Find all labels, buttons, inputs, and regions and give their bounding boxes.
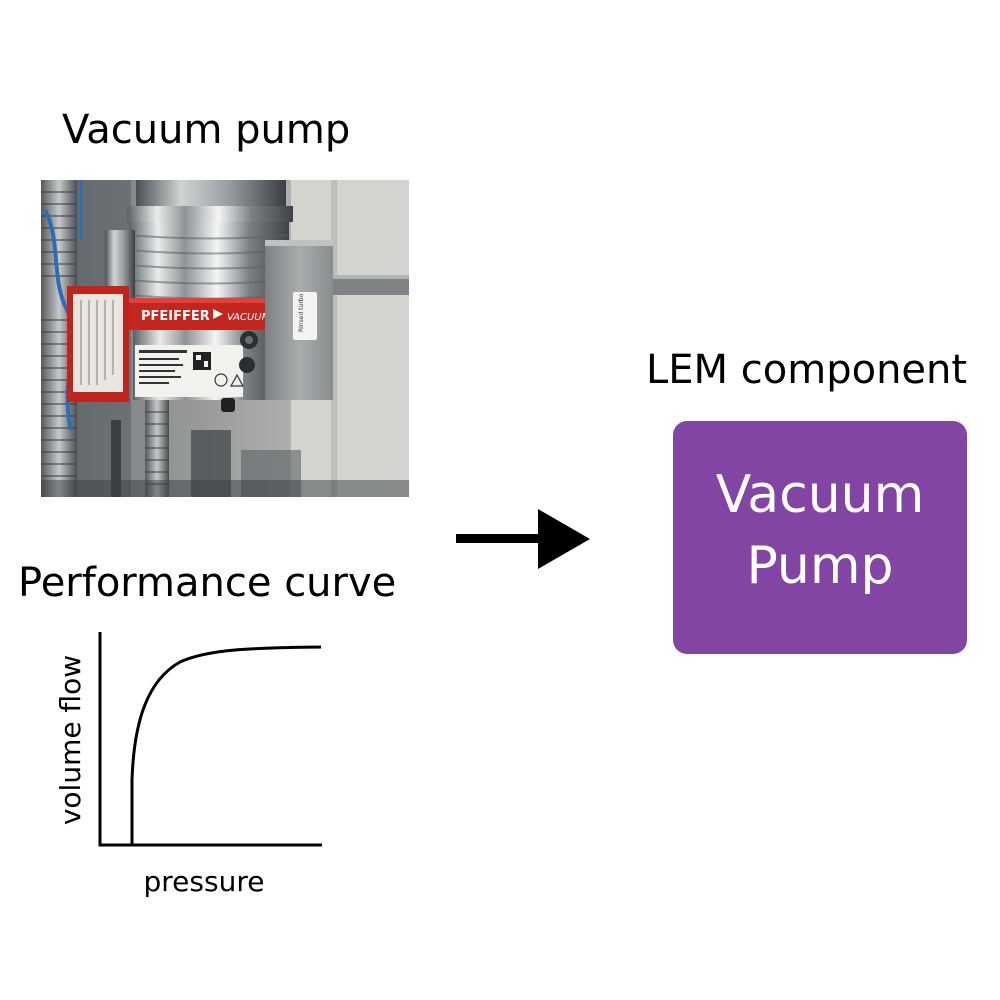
component-title: LEM component <box>646 347 968 393</box>
block-label-line-1: Vacuum <box>715 465 925 526</box>
performance-curve-plot: volume flow pressure <box>40 620 340 920</box>
right-arrow-icon <box>450 500 600 580</box>
block-label-line-2: Pump <box>746 535 894 596</box>
side-tag-label: Rinsed turbo <box>298 293 305 332</box>
photo-title: Vacuum pump <box>62 107 351 153</box>
curve-axes <box>98 632 322 847</box>
curve-ylabel: volume flow <box>54 655 87 825</box>
vacuum-pump-photo: PFEIFFER VACUUM <box>41 180 409 497</box>
brand-label: PFEIFFER <box>141 309 210 324</box>
vacuum-pump-component-block: Vacuum Pump <box>673 421 967 654</box>
performance-curve-line <box>130 645 322 845</box>
curve-title: Performance curve <box>18 560 397 606</box>
curve-xlabel: pressure <box>144 865 265 898</box>
brand-suffix-label: VACUUM <box>227 312 271 323</box>
